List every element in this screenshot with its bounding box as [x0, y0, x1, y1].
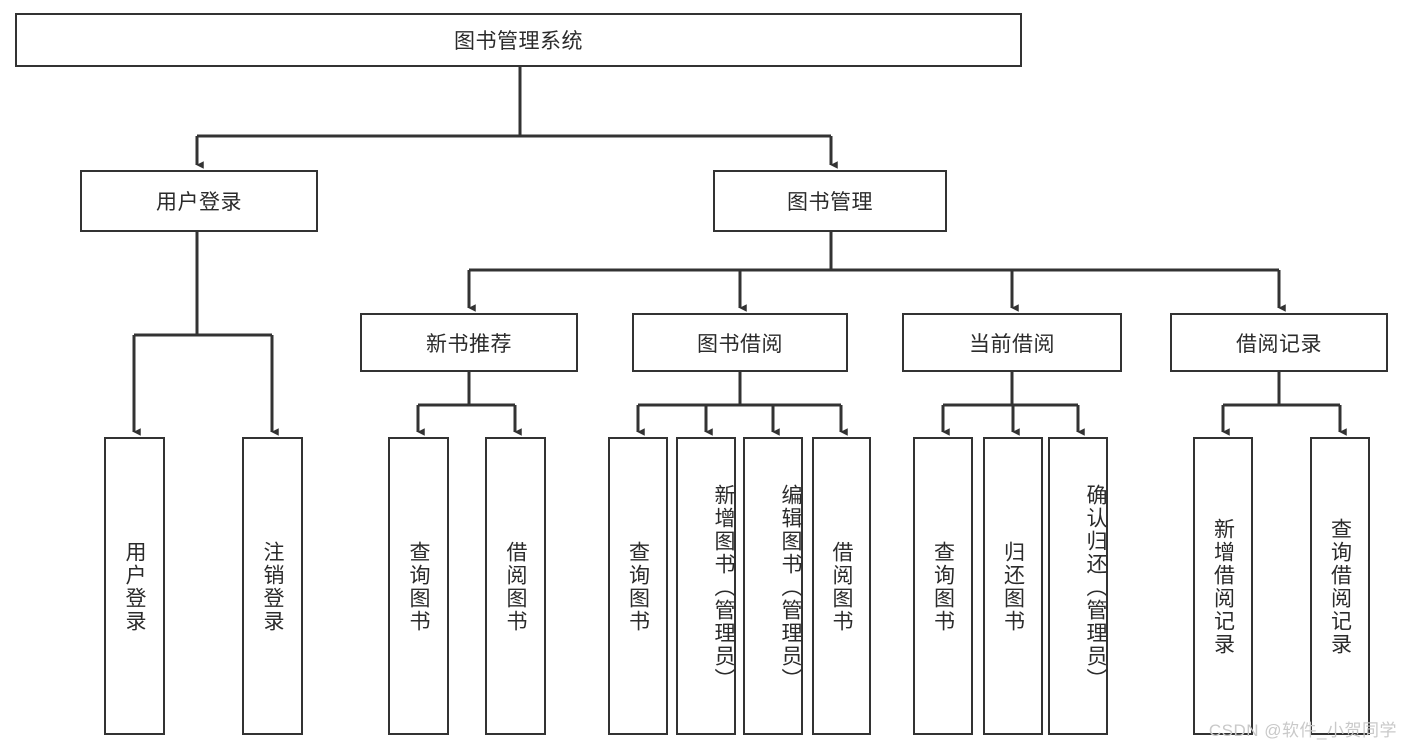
node-label: 确认归还（管理员）: [1084, 483, 1107, 691]
node-leaves-4[interactable]: 查询图书: [608, 437, 668, 735]
node-label: 查询借阅记录: [1328, 518, 1352, 656]
node-label: 用户登录: [156, 191, 242, 214]
node-label: 当前借阅: [969, 332, 1055, 356]
node-label: 图书管理: [787, 191, 873, 214]
node-leaves-5[interactable]: 新增图书（管理员）: [676, 437, 736, 735]
node-leaves-10[interactable]: 确认归还（管理员）: [1048, 437, 1108, 735]
node-label: 新增图书（管理员）: [712, 483, 735, 691]
watermark-text: CSDN @软件_小贺同学: [1208, 721, 1397, 740]
node-level3-2[interactable]: 当前借阅: [902, 313, 1122, 372]
node-label: 编辑图书（管理员）: [779, 483, 802, 691]
node-label: 图书管理系统: [454, 30, 583, 53]
node-level2-0[interactable]: 用户登录: [80, 170, 318, 232]
node-leaves-3[interactable]: 借阅图书: [485, 437, 546, 735]
node-label: 图书借阅: [697, 332, 783, 356]
node-leaves-0[interactable]: 用户登录: [104, 437, 165, 735]
node-label: 查询图书: [931, 541, 955, 633]
node-label: 查询图书: [407, 541, 430, 633]
node-leaves-8[interactable]: 查询图书: [913, 437, 973, 735]
node-leaves-12[interactable]: 查询借阅记录: [1310, 437, 1370, 735]
node-leaves-7[interactable]: 借阅图书: [812, 437, 871, 735]
node-label: 借阅图书: [830, 541, 853, 633]
node-leaves-11[interactable]: 新增借阅记录: [1193, 437, 1253, 735]
node-leaves-2[interactable]: 查询图书: [388, 437, 449, 735]
node-root-[interactable]: 图书管理系统: [15, 13, 1022, 67]
node-leaves-6[interactable]: 编辑图书（管理员）: [743, 437, 803, 735]
node-level2-1[interactable]: 图书管理: [713, 170, 947, 232]
node-level3-3[interactable]: 借阅记录: [1170, 313, 1388, 372]
node-label: 注销登录: [261, 541, 284, 633]
node-level3-0[interactable]: 新书推荐: [360, 313, 578, 372]
node-label: 借阅图书: [504, 541, 527, 633]
node-leaves-9[interactable]: 归还图书: [983, 437, 1043, 735]
node-label: 用户登录: [123, 541, 146, 633]
node-label: 新增借阅记录: [1211, 518, 1235, 656]
node-leaves-1[interactable]: 注销登录: [242, 437, 303, 735]
node-level3-1[interactable]: 图书借阅: [632, 313, 848, 372]
node-label: 新书推荐: [426, 332, 512, 356]
node-label: 查询图书: [626, 541, 650, 633]
node-label: 借阅记录: [1236, 332, 1322, 356]
node-label: 归还图书: [1001, 541, 1025, 633]
